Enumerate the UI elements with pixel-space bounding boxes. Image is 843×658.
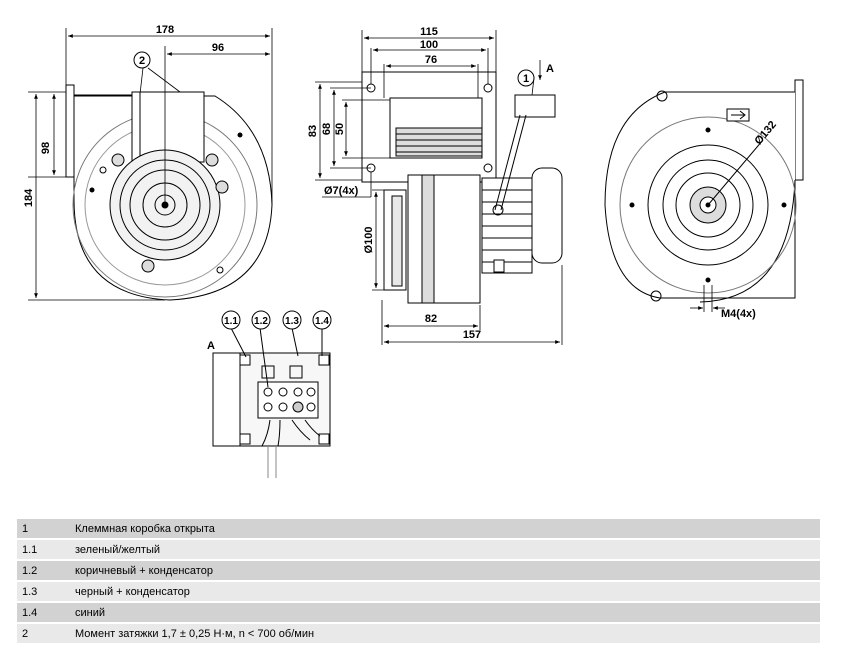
dim-100: 100 — [420, 39, 438, 51]
legend-num: 1 — [17, 519, 71, 540]
dim-157: 157 — [463, 329, 481, 341]
terminal-box-view — [212, 327, 331, 478]
rear-view — [604, 79, 804, 303]
view-a-arrow-label: A — [546, 63, 554, 75]
dim-68: 68 — [321, 123, 333, 135]
dim-82: 82 — [425, 313, 437, 325]
rear-dimensions — [690, 285, 725, 312]
dim-hole-diameter: Ø7(4x) — [324, 185, 359, 197]
callout-2-label: 2 — [139, 55, 145, 67]
dim-98: 98 — [40, 142, 52, 154]
legend-row: 1 Клеммная коробка открыта — [17, 519, 820, 540]
legend-row: 1.1 зеленый/желтый — [17, 539, 820, 561]
legend-row: 2 Момент затяжки 1,7 ± 0,25 Н·м, n < 700… — [17, 623, 820, 645]
callout-2: 2 — [133, 51, 151, 69]
dim-76: 76 — [425, 54, 437, 66]
front-dimensions — [28, 28, 273, 301]
terminal-label-1-4: 1.4 — [315, 316, 329, 327]
legend-text: Клеммная коробка открыта — [71, 519, 820, 540]
callout-1: 1 — [517, 69, 535, 87]
dim-50: 50 — [334, 123, 346, 135]
dim-115: 115 — [420, 26, 438, 38]
legend-num: 1.4 — [17, 602, 71, 624]
terminal-label-1-1: 1.1 — [224, 316, 238, 327]
legend-row: 1.4 синий — [17, 602, 820, 624]
legend-text: коричневый + конденсатор — [71, 560, 820, 582]
callout-1-label: 1 — [523, 73, 529, 85]
dim-thread: M4(4x) — [721, 308, 756, 320]
legend-num: 1.1 — [17, 539, 71, 561]
dim-178: 178 — [156, 24, 174, 36]
dim-96: 96 — [212, 42, 224, 54]
technical-drawing: 178 96 184 98 2 — [23, 24, 804, 478]
terminal-label-1-2: 1.2 — [254, 316, 268, 327]
front-view — [65, 84, 273, 301]
legend-num: 1.3 — [17, 581, 71, 603]
legend-row: 1.3 черный + конденсатор — [17, 581, 820, 603]
side-view — [361, 71, 563, 304]
dim-83: 83 — [307, 125, 319, 137]
legend-text: синий — [71, 602, 820, 624]
side-dimensions — [315, 30, 563, 345]
legend-row: 1.2 коричневый + конденсатор — [17, 560, 820, 582]
legend-table: 1 Клеммная коробка открыта 1.1 зеленый/ж… — [17, 519, 820, 645]
legend-num: 2 — [17, 623, 71, 645]
terminal-callouts: 1.1 1.2 1.3 1.4 — [221, 310, 332, 330]
dim-inlet-diameter: Ø100 — [363, 227, 375, 254]
legend-text: черный + конденсатор — [71, 581, 820, 603]
legend-text: зеленый/желтый — [71, 539, 820, 561]
view-a-label: A — [207, 340, 215, 352]
dim-184: 184 — [23, 188, 35, 207]
terminal-label-1-3: 1.3 — [285, 316, 299, 327]
legend-num: 1.2 — [17, 560, 71, 582]
legend-text: Момент затяжки 1,7 ± 0,25 Н·м, n < 700 о… — [71, 623, 820, 645]
